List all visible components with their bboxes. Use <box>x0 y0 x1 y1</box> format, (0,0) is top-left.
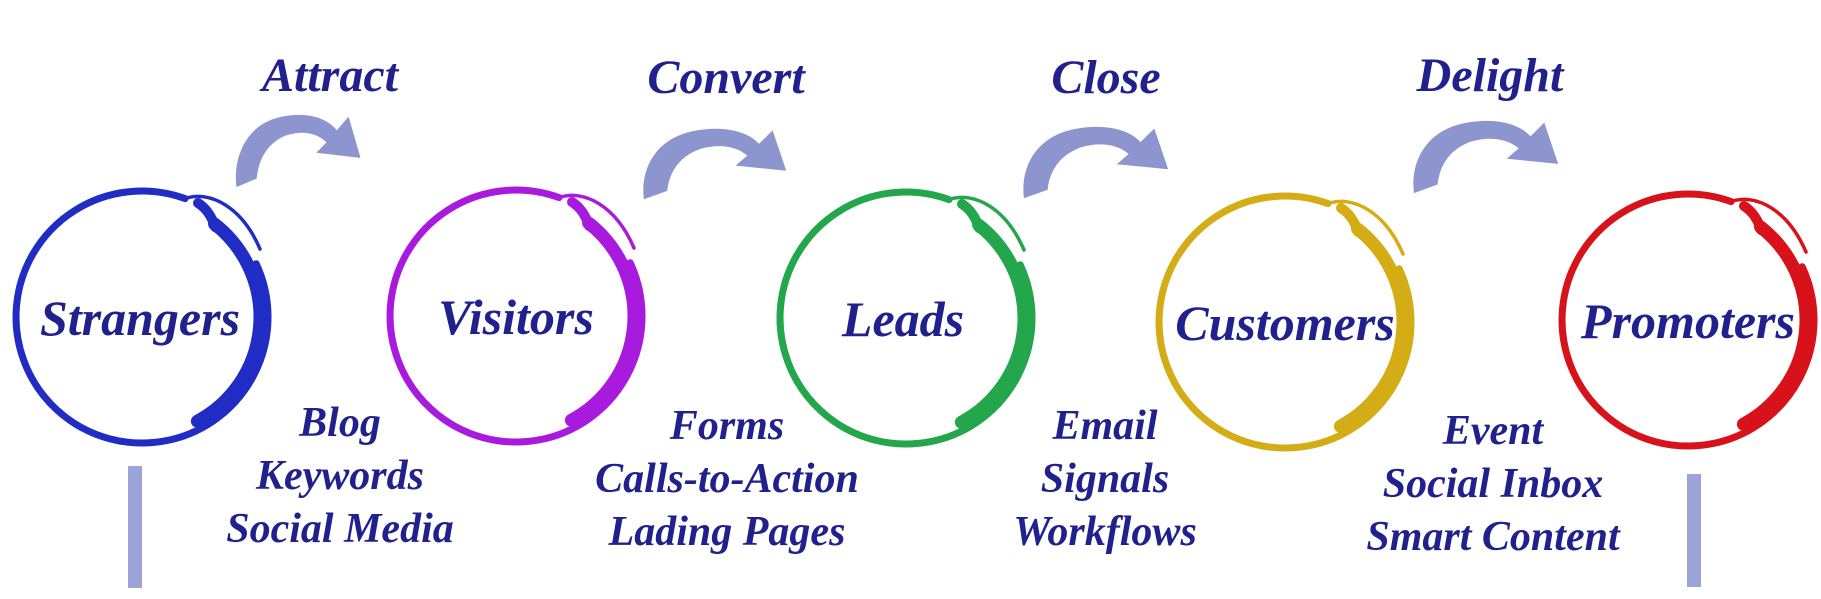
list-item: Blog <box>299 400 381 446</box>
circle-stroke <box>12 187 272 447</box>
leads-circle <box>776 188 1036 448</box>
list-item: Workflows <box>1013 509 1197 555</box>
circle-brush-stroke <box>190 217 267 428</box>
circle-brush-stroke <box>954 218 1031 429</box>
circle-tail <box>1729 197 1808 254</box>
list-item: Forms <box>669 403 785 449</box>
list-item: Lading Pages <box>608 509 846 555</box>
circle-hook <box>1336 203 1363 237</box>
circle-tail <box>1326 199 1405 256</box>
attract-arrow-icon <box>235 114 361 188</box>
circle-label-promoters: Promoters <box>1581 293 1795 349</box>
list-item: Social Inbox <box>1382 461 1604 507</box>
list-item: Signals <box>1040 456 1170 502</box>
circle-stroke <box>1558 190 1818 450</box>
circle-hook <box>567 197 594 231</box>
promoters-circle <box>1558 190 1818 450</box>
customers-circle <box>1155 192 1415 452</box>
close-tools-list: Email Signals Workflows <box>1013 400 1197 559</box>
circle-brush-stroke <box>1333 222 1410 433</box>
list-item: Smart Content <box>1366 514 1620 560</box>
circle-hook <box>193 198 220 232</box>
circle-tail <box>183 194 262 251</box>
circle-label-customers: Customers <box>1175 295 1395 351</box>
circle-hook <box>957 199 984 233</box>
circle-stroke <box>386 186 646 446</box>
stage-label-attract: Attract <box>261 49 399 102</box>
left-accent-bar <box>128 466 142 588</box>
list-item: Calls-to-Action <box>595 456 859 502</box>
circle-hook <box>1739 201 1766 235</box>
convert-tools-list: Forms Calls-to-Action Lading Pages <box>595 400 859 559</box>
strangers-circle <box>12 187 272 447</box>
visitors-circle <box>386 186 646 446</box>
circle-brush-stroke <box>1736 220 1813 431</box>
convert-arrow-icon <box>643 128 787 200</box>
close-arrow-icon <box>1023 126 1169 199</box>
circle-label-strangers: Strangers <box>39 290 241 346</box>
circle-label-visitors: Visitors <box>438 289 594 345</box>
circle-brush-stroke <box>564 216 641 427</box>
stage-label-close: Close <box>1051 51 1161 104</box>
stage-label-delight: Delight <box>1416 49 1564 102</box>
circle-stroke <box>1155 192 1415 452</box>
circle-tail <box>557 193 636 250</box>
delight-tools-list: Event Social Inbox Smart Content <box>1366 405 1619 564</box>
list-item: Keywords <box>256 453 424 499</box>
stage-label-convert: Convert <box>647 51 805 104</box>
right-accent-bar <box>1687 474 1701 587</box>
circle-tail <box>947 195 1026 252</box>
circle-stroke <box>776 188 1036 448</box>
list-item: Email <box>1052 403 1158 449</box>
list-item: Social Media <box>226 506 454 552</box>
circle-label-leads: Leads <box>841 291 965 347</box>
attract-tools-list: Blog Keywords Social Media <box>226 397 454 556</box>
delight-arrow-icon <box>1413 120 1559 194</box>
list-item: Event <box>1442 408 1544 454</box>
